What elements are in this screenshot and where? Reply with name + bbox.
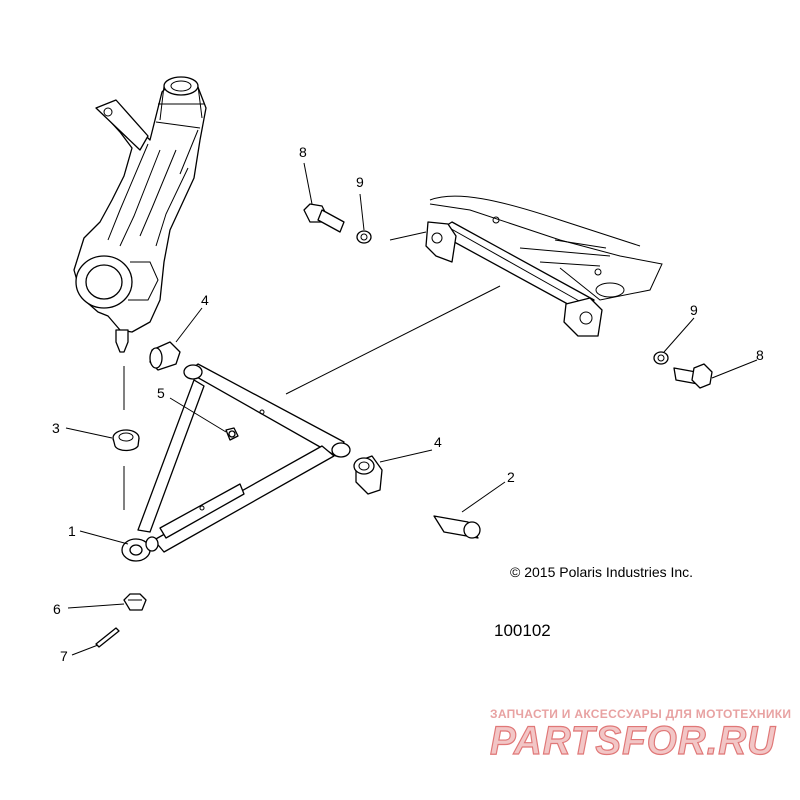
callout-8-upper: 8 bbox=[299, 144, 307, 160]
washer-lower bbox=[653, 351, 669, 365]
callout-6: 6 bbox=[53, 601, 61, 617]
callout-leaders bbox=[65, 162, 758, 656]
frame-section bbox=[389, 195, 663, 337]
washer-upper bbox=[356, 230, 372, 244]
bolt-upper bbox=[303, 203, 345, 233]
ball-joint-boot bbox=[112, 429, 140, 452]
callout-4-lower: 4 bbox=[434, 434, 442, 450]
callout-7: 7 bbox=[60, 648, 68, 664]
a-arm bbox=[121, 363, 351, 562]
watermark: ЗАПЧАСТИ И АКСЕССУАРЫ ДЛЯ МОТОТЕХНИКИ PA… bbox=[489, 707, 791, 764]
callout-8-lower: 8 bbox=[756, 347, 764, 363]
callout-9-lower: 9 bbox=[690, 302, 698, 318]
castle-nut bbox=[123, 593, 147, 611]
callout-9-upper: 9 bbox=[356, 174, 364, 190]
bolt-lower bbox=[673, 363, 713, 389]
grease-fitting bbox=[225, 427, 239, 441]
bushing-upper bbox=[149, 341, 181, 371]
steering-knuckle bbox=[73, 76, 207, 353]
callout-2: 2 bbox=[507, 469, 515, 485]
callout-4-upper: 4 bbox=[201, 292, 209, 308]
callout-1: 1 bbox=[68, 523, 76, 539]
watermark-brand: PARTSFOR.RU bbox=[490, 719, 776, 763]
cotter-pin bbox=[95, 627, 120, 648]
watermark-tagline: ЗАПЧАСТИ И АКСЕССУАРЫ ДЛЯ МОТОТЕХНИКИ bbox=[490, 707, 791, 721]
callout-5: 5 bbox=[157, 385, 165, 401]
figure-number: 100102 bbox=[494, 621, 551, 640]
bushing-lower bbox=[353, 455, 383, 495]
callout-labels: 1 2 3 4 4 5 6 7 8 8 9 9 bbox=[52, 144, 764, 664]
callout-3: 3 bbox=[52, 420, 60, 436]
copyright-text: © 2015 Polaris Industries Inc. bbox=[510, 564, 693, 580]
sleeve bbox=[433, 515, 481, 539]
